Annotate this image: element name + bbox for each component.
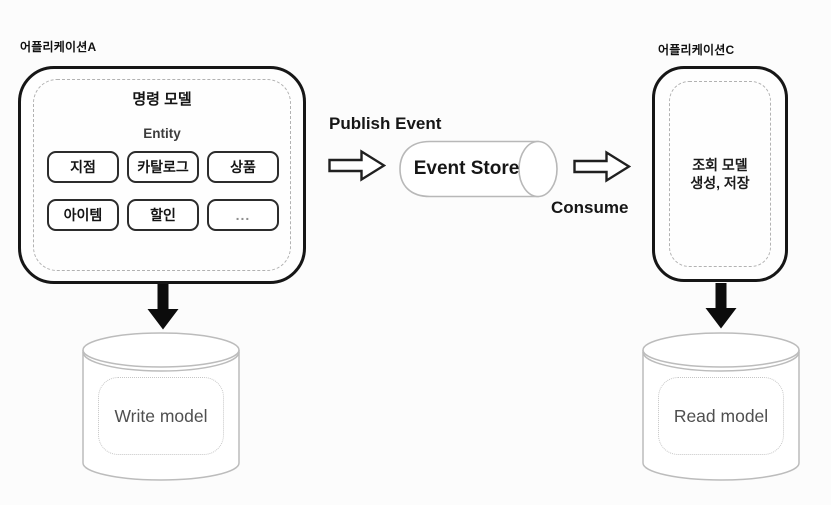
entity-chip-product: 상품 <box>207 151 279 183</box>
write-db-cylinder: Write model <box>81 330 241 486</box>
query-model-text: 조회 모델 생성, 저장 <box>655 69 785 279</box>
entity-chip-discount: 할인 <box>127 199 199 231</box>
consume-arrow-icon <box>573 150 631 183</box>
entity-chip-item: 아이템 <box>47 199 119 231</box>
write-db-cylinder-shape <box>82 332 240 481</box>
write-flow-down-arrow-icon <box>147 284 179 330</box>
entity-chip-ellipsis: ... <box>207 199 279 231</box>
application-a-label: 어플리케이션A <box>20 40 97 54</box>
entity-chip-catalog: 카탈로그 <box>127 151 199 183</box>
entity-chip-branch: 지점 <box>47 151 119 183</box>
publish-event-label: Publish Event <box>329 114 442 133</box>
read-model-label: Read model <box>658 377 784 455</box>
consume-label: Consume <box>551 198 629 217</box>
application-c-box: 조회 모델 생성, 저장 <box>652 66 788 282</box>
read-db-cylinder: Read model <box>641 330 801 486</box>
read-db-cylinder-shape <box>642 332 800 481</box>
event-store-cylinder <box>399 140 558 198</box>
command-model-dashed-border <box>33 79 291 271</box>
entity-label: Entity <box>143 126 181 141</box>
application-a-box: 명령 모델 Entity 지점 카탈로그 상품 아이템 할인 ... <box>18 66 306 284</box>
query-model-line1: 조회 모델 <box>692 156 748 173</box>
command-model-title: 명령 모델 <box>132 91 192 108</box>
query-model-line2: 생성, 저장 <box>690 175 750 191</box>
publish-arrow-icon <box>328 149 386 182</box>
read-flow-down-arrow-icon <box>705 283 737 329</box>
event-store-label: Event Store <box>413 158 520 179</box>
query-model-dashed-border <box>669 81 771 267</box>
write-model-label: Write model <box>98 377 224 455</box>
application-c-label: 어플리케이션C <box>658 43 735 57</box>
